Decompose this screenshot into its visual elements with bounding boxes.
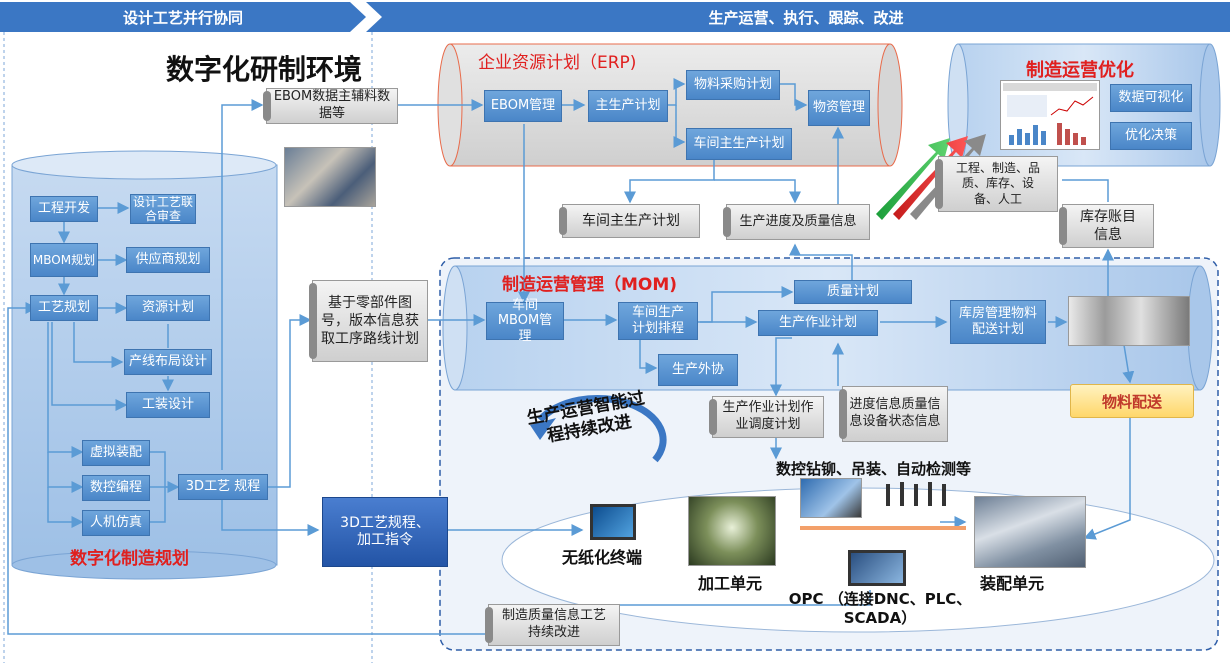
mbom-planning-box[interactable]: MBOM规划 xyxy=(30,243,98,277)
drilling-machine-icon xyxy=(800,478,862,518)
page-title: 数字化研制环境 xyxy=(166,53,363,86)
nc-programming-box[interactable]: 数控编程 xyxy=(82,475,150,501)
banner-left-shape xyxy=(0,2,366,32)
mom-title: 制造运营管理（MOM) xyxy=(502,275,678,295)
paperless-terminal-label: 无纸化终端 xyxy=(562,548,643,567)
progress-quality-flow: 生产进度及质量信息 xyxy=(723,204,870,240)
design-review-box[interactable]: 设计工艺联合审查 xyxy=(130,194,196,224)
workshop-plan-flow: 车间主生产计划 xyxy=(559,204,700,238)
warehouse-rack-icon xyxy=(1068,296,1190,346)
workshop-mbom-box[interactable]: 车间MBOM管理 xyxy=(486,298,564,344)
assembly-unit-label: 装配单元 xyxy=(980,574,1045,593)
inspection-devices-icon xyxy=(880,480,960,508)
planning-title: 数字化制造规划 xyxy=(70,549,189,569)
quality-plan-box[interactable]: 质量计划 xyxy=(794,280,912,304)
status-info-flow: 进度信息质量信息设备状态信息 xyxy=(839,386,948,442)
tooling-design-box[interactable]: 工装设计 xyxy=(126,392,210,418)
parts-info-flow: 基于零部件图号，版本信息获取工序路线计划 xyxy=(309,280,428,362)
machining-unit-photo-icon xyxy=(688,496,776,566)
process-3d-box[interactable]: 3D工艺 规程 xyxy=(178,474,268,500)
banner-design-collaboration: 设计工艺并行协同 xyxy=(122,8,243,27)
master-plan-box[interactable]: 主生产计划 xyxy=(588,90,668,122)
schedule-flow: 生产作业计划作业调度计划 xyxy=(709,396,824,438)
factory-photo-icon xyxy=(284,147,376,207)
opc-label: OPC （连接DNC、PLC、SCADA） xyxy=(788,590,972,627)
purchase-plan-box[interactable]: 物料采购计划 xyxy=(686,70,780,100)
optimization-title: 制造运营优化 xyxy=(1026,60,1134,81)
machining-unit-label: 加工单元 xyxy=(698,574,763,593)
engineering-dev-box[interactable]: 工程开发 xyxy=(30,196,98,222)
terminal-monitor-icon xyxy=(590,504,636,540)
ergonomics-sim-box[interactable]: 人机仿真 xyxy=(82,510,150,536)
banner-right-shape xyxy=(366,2,1230,32)
optimization-decision-button[interactable]: 优化决策 xyxy=(1110,122,1192,150)
dashboard-screenshot-icon xyxy=(1000,80,1100,150)
ebom-data-flow: EBOM数据主辅料数据等 xyxy=(263,88,398,124)
opc-monitor-icon xyxy=(848,550,906,586)
inventory-flow: 库存账目信息 xyxy=(1059,204,1154,248)
assembly-unit-photo-icon xyxy=(974,496,1086,568)
material-management-box[interactable]: 物资管理 xyxy=(808,90,870,126)
workshop-scheduling-box[interactable]: 车间生产计划排程 xyxy=(618,302,698,340)
outsourcing-box[interactable]: 生产外协 xyxy=(658,354,738,386)
banner-production-operations: 生产运营、执行、跟踪、改进 xyxy=(708,8,904,27)
ebom-management-box[interactable]: EBOM管理 xyxy=(484,90,562,122)
material-delivery-box[interactable]: 物料配送 xyxy=(1070,384,1194,418)
equipment-label: 数控钻铆、吊装、自动检测等 xyxy=(776,460,972,478)
workshop-master-plan-box[interactable]: 车间主生产计划 xyxy=(686,128,792,160)
instructions-3d-box: 3D工艺规程、加工指令 xyxy=(322,497,448,567)
dashboard-chart-icon xyxy=(1003,83,1097,145)
virtual-assembly-box[interactable]: 虚拟装配 xyxy=(82,440,150,466)
operation-plan-box[interactable]: 生产作业计划 xyxy=(758,310,878,336)
line-layout-box[interactable]: 产线布局设计 xyxy=(124,349,212,375)
resource-planning-box[interactable]: 资源计划 xyxy=(126,295,210,321)
factors-flow: 工程、制造、品质、库存、设备、人工 xyxy=(935,156,1058,212)
erp-title: 企业资源计划（ERP) xyxy=(478,53,637,73)
quality-improve-flow: 制造质量信息工艺持续改进 xyxy=(485,604,620,646)
supplier-planning-box[interactable]: 供应商规划 xyxy=(126,247,210,273)
process-planning-box[interactable]: 工艺规划 xyxy=(30,295,98,321)
warehouse-box[interactable]: 库房管理物料配送计划 xyxy=(950,300,1046,344)
data-visualization-button[interactable]: 数据可视化 xyxy=(1110,84,1192,112)
